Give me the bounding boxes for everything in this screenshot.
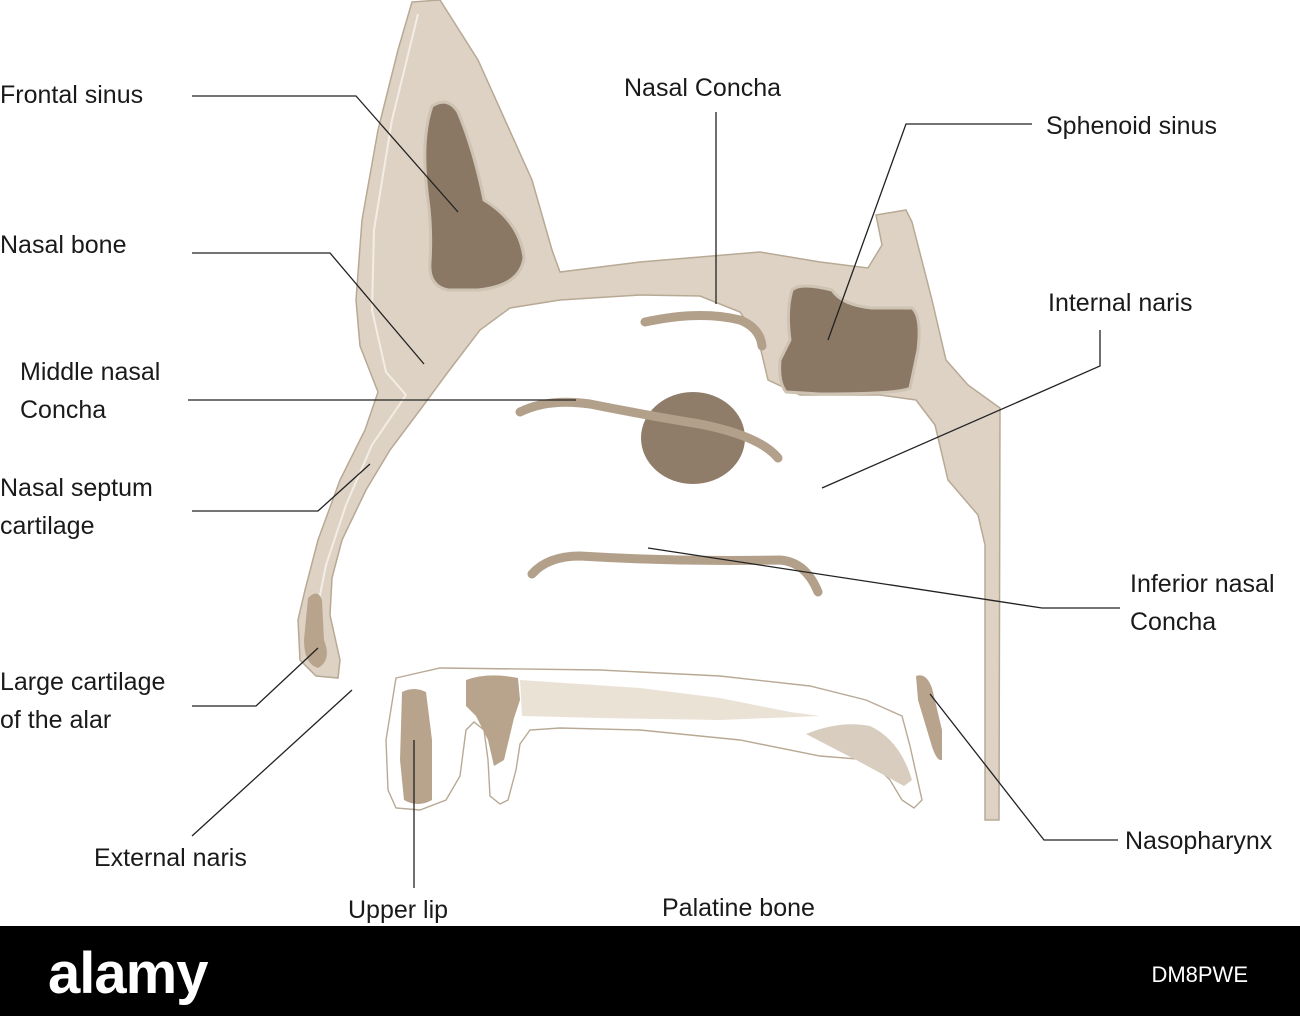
middle-concha-lump	[641, 392, 745, 484]
upper-lip-tissue	[400, 689, 432, 804]
label-sphenoid-sinus: Sphenoid sinus	[1046, 112, 1217, 140]
label-external-naris: External naris	[94, 844, 247, 872]
label-middle-nasal-concha-line1: Middle nasal	[20, 358, 160, 386]
anatomy-illustration	[298, 0, 1000, 820]
label-nasal-septum-line1: Nasal septum	[0, 474, 153, 502]
stock-footer-bar: alamy DM8PWE	[0, 926, 1300, 1016]
nasopharynx-shape	[916, 675, 942, 760]
label-large-cartilage-line1: Large cartilage	[0, 668, 165, 696]
brand-logo: alamy	[48, 940, 207, 1007]
leader-nasopharynx	[930, 694, 1118, 840]
stock-image-id: DM8PWE	[1151, 962, 1248, 988]
label-nasal-septum-line2: cartilage	[0, 512, 95, 540]
inferior-nasal-concha-shape	[532, 556, 818, 592]
label-inferior-concha-line2: Concha	[1130, 608, 1216, 636]
label-nasopharynx: Nasopharynx	[1125, 827, 1273, 855]
label-upper-lip: Upper lip	[348, 896, 448, 924]
label-inferior-concha-line1: Inferior nasal	[1130, 570, 1275, 598]
label-nasal-concha: Nasal Concha	[624, 74, 781, 102]
label-frontal-sinus: Frontal sinus	[0, 81, 143, 109]
leader-external-naris	[192, 690, 352, 836]
label-large-cartilage-line2: of the alar	[0, 706, 111, 734]
label-middle-nasal-concha-line2: Concha	[20, 396, 106, 424]
labels: Frontal sinus Nasal bone Middle nasal Co…	[0, 74, 1275, 924]
nasal-anatomy-diagram: Frontal sinus Nasal bone Middle nasal Co…	[0, 0, 1300, 926]
label-palatine-bone: Palatine bone	[662, 894, 815, 922]
label-internal-naris: Internal naris	[1048, 289, 1193, 317]
label-nasal-bone: Nasal bone	[0, 231, 126, 259]
nasal-concha-shape	[645, 315, 762, 346]
